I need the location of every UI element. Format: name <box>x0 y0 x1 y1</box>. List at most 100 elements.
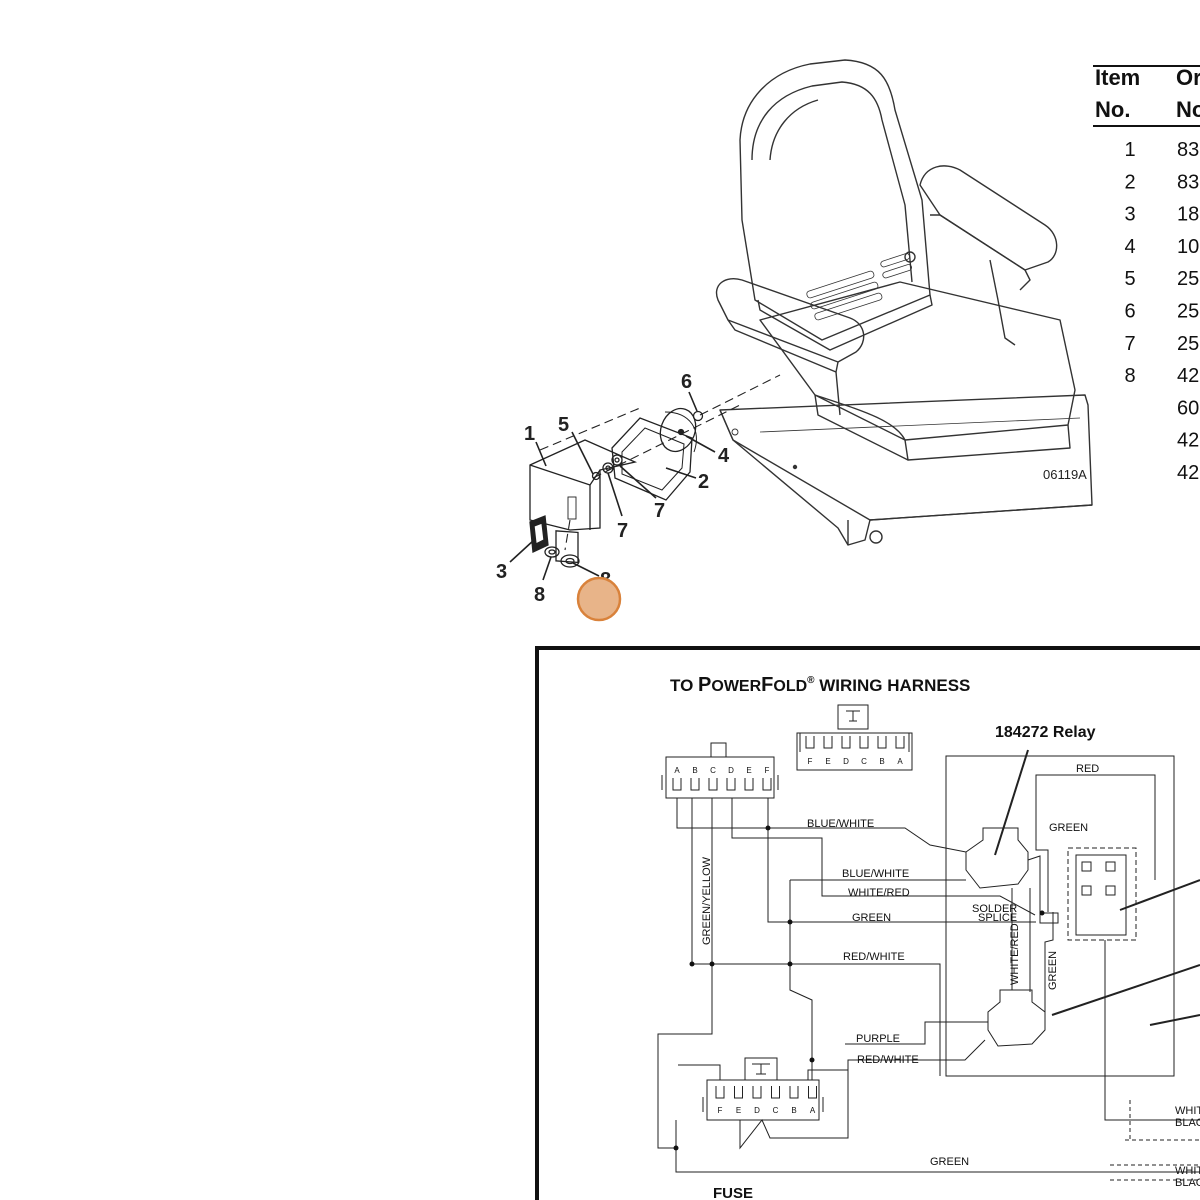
wire-label-black-2: BLAC <box>1175 1177 1200 1189</box>
fuse-label: FUSE <box>713 1185 753 1200</box>
connector-pin-label: F <box>718 1106 723 1115</box>
connector-pin-slot <box>726 778 736 791</box>
table-order-number: 60 <box>1177 397 1199 419</box>
connector-pin-label: C <box>773 1106 779 1115</box>
connector-pin-slot <box>762 778 772 791</box>
connector-pin-label: F <box>765 766 770 775</box>
table-header-order-line1: Or <box>1176 65 1200 90</box>
wire-label-red: RED <box>1076 763 1099 775</box>
table-order-number: 18 <box>1177 204 1199 226</box>
callout-5: 5 <box>558 414 569 436</box>
connector-pin-slot <box>877 736 887 749</box>
relay-label: 184272 Relay <box>995 724 1096 741</box>
table-order-number: 42 <box>1177 365 1199 387</box>
connector-pin-label: C <box>710 766 716 775</box>
connector-pin-slot <box>808 1086 817 1099</box>
table-item-number: 5 <box>1124 268 1135 290</box>
callout-2: 2 <box>698 471 709 493</box>
table-order-number: 42 <box>1177 462 1199 484</box>
connector-pin-slot <box>771 1086 780 1099</box>
wire-labels: RED BLUE/WHITE GREEN BLUE/WHITE WHITE/RE… <box>701 763 1200 1200</box>
callout-3: 3 <box>496 561 507 583</box>
table-order-number: 42 <box>1177 430 1199 452</box>
connector-pin-slot <box>744 778 754 791</box>
table-item-number: 2 <box>1124 171 1135 193</box>
wire-label-red-white-1: RED/WHITE <box>843 951 905 963</box>
wire-label-green-yellow: GREEN/YELLOW <box>701 856 713 945</box>
wire-label-splice: SPLICE <box>978 912 1017 924</box>
connector-pin-label: D <box>754 1106 760 1115</box>
wire-label-green-1: GREEN <box>1049 822 1088 834</box>
wire-label-red-white-2: RED/WHITE <box>857 1054 919 1066</box>
table-header-order-line2: No <box>1176 97 1200 122</box>
table-order-number: 25 <box>1177 301 1199 323</box>
callout-1: 1 <box>524 423 535 445</box>
wiring-schematic: TO POWERFOLD® WIRING HARNESS 184272 Rela… <box>535 646 1200 1200</box>
connector-pin-label: B <box>879 757 884 766</box>
table-order-number: 25 <box>1177 333 1199 355</box>
callout-4: 4 <box>718 445 730 467</box>
connector-pin-label: E <box>825 757 830 766</box>
connector-pin-slot <box>715 1086 725 1099</box>
wire-label-green-bottom: GREEN <box>930 1156 969 1168</box>
connector-pin-slot <box>752 1086 762 1099</box>
table-item-number: 8 <box>1124 365 1135 387</box>
wire-label-green-2: GREEN <box>852 912 891 924</box>
table-header-item-line2: No. <box>1095 97 1130 122</box>
connector-pin-slot <box>672 778 682 791</box>
wire-label-white-red-vertical: WHITE/RED <box>1009 923 1021 985</box>
callout-8a: 8 <box>534 584 545 606</box>
parts-table: Item No. Or No 1 83 2 83 3 18 4 10 5 25 6 25 7 25 8 42 6… <box>1093 65 1200 484</box>
highlight-marker[interactable] <box>576 576 622 622</box>
connector-pin-slot <box>841 736 851 749</box>
connector-pin-slot <box>690 778 700 791</box>
wire-label-solder: SOLDER <box>972 903 1017 915</box>
connector-pin-label: F <box>808 757 813 766</box>
table-item-number: 1 <box>1124 139 1135 161</box>
connector-pin-label: A <box>897 757 903 766</box>
connector-pin-slot <box>805 736 815 749</box>
table-item-number: 4 <box>1124 236 1135 258</box>
connector-pin-slot <box>895 736 905 749</box>
exploded-control-box <box>509 374 781 581</box>
table-rows: 1 83 2 83 3 18 4 10 5 25 6 25 7 25 8 42 60 42 42 <box>1124 139 1199 484</box>
connector-pin-label: A <box>810 1106 816 1115</box>
seat-illustration <box>715 59 1093 546</box>
table-order-number: 10 <box>1177 236 1199 258</box>
table-item-number: 6 <box>1124 301 1135 323</box>
callout-7b: 7 <box>617 520 628 542</box>
table-header-item-line1: Item <box>1095 65 1140 90</box>
connector-pin-slot <box>708 778 718 791</box>
table-item-number: 3 <box>1124 204 1135 226</box>
wire-label-white-1: WHIT <box>1175 1105 1200 1117</box>
wire-label-blue-white-1: BLUE/WHITE <box>807 818 874 830</box>
connector-pin-label: D <box>728 766 734 775</box>
wire-label-purple: PURPLE <box>856 1033 900 1045</box>
table-order-number: 83 <box>1177 139 1199 161</box>
connector-pin-slot <box>789 1086 799 1099</box>
connector-pin-label: C <box>861 757 867 766</box>
wire-label-blue-white-2: BLUE/WHITE <box>842 868 909 880</box>
connector-pin-label: E <box>736 1106 741 1115</box>
connector-pin-slot <box>823 736 833 749</box>
schematic-title: TO POWERFOLD® WIRING HARNESS <box>670 674 970 696</box>
table-order-number: 83 <box>1177 171 1199 193</box>
callout-7a: 7 <box>654 500 665 522</box>
connector-pin-label: B <box>791 1106 796 1115</box>
connector-pin-label: D <box>843 757 849 766</box>
connector-pin-label: E <box>746 766 751 775</box>
connector-pin-slot <box>734 1086 743 1099</box>
connector-pin-label: B <box>692 766 697 775</box>
figure-code: 06119A <box>1043 467 1087 482</box>
wire-label-green-vertical: GREEN <box>1047 951 1059 990</box>
wire-label-white-2: WHIT <box>1175 1165 1200 1177</box>
wire-label-white-red: WHITE/RED <box>848 887 910 899</box>
table-order-number: 25 <box>1177 268 1199 290</box>
connector-pin-slot <box>859 736 869 749</box>
wire-label-black-1: BLAC <box>1175 1117 1200 1129</box>
table-item-number: 7 <box>1124 333 1135 355</box>
